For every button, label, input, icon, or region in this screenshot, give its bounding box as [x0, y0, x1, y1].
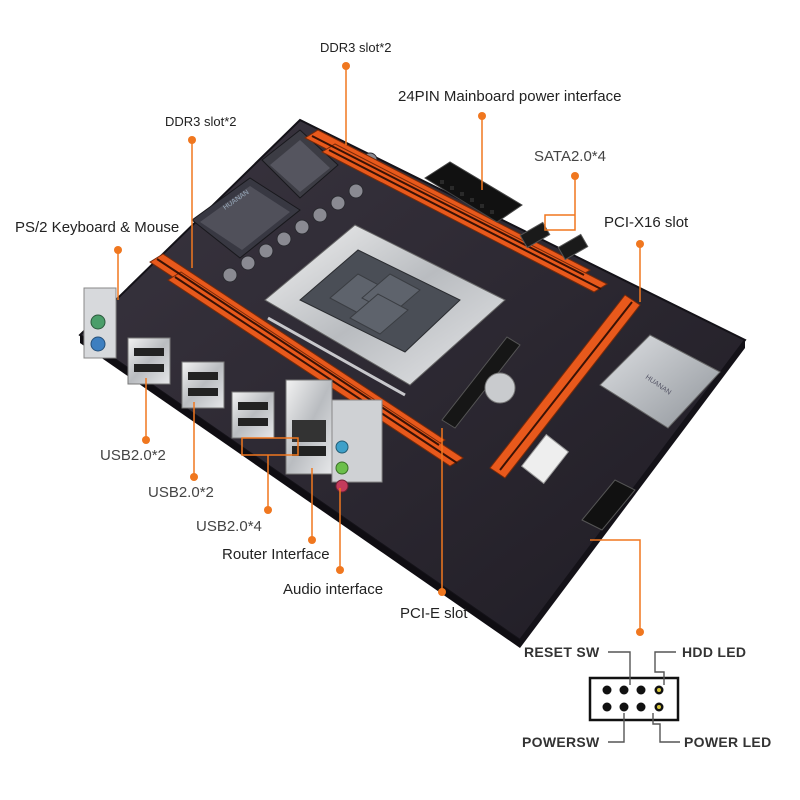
label-ddr3-left: DDR3 slot*2 — [165, 114, 237, 129]
callout-dot-router — [308, 536, 316, 544]
pin-power-led-plus — [657, 705, 661, 709]
callout-dot-pci-x16 — [636, 240, 644, 248]
callout-dot-24pin — [478, 112, 486, 120]
pin-hdd-plus — [657, 688, 661, 692]
callout-line-usb3 — [241, 437, 299, 508]
bios-sticker — [520, 433, 570, 485]
pcb-edge — [80, 335, 520, 648]
label-pci-x16: PCI-X16 slot — [604, 214, 689, 231]
callout-dot-ps2 — [114, 246, 122, 254]
vrm-heatsink-top — [261, 129, 339, 199]
label-24pin-power: 24PIN Mainboard power interface — [398, 88, 622, 105]
label-ddr3-top: DDR3 slot*2 — [320, 40, 392, 55]
callout-dot-usb3 — [264, 506, 272, 514]
callout-line-sata — [544, 178, 576, 231]
label-reset-sw: RESET SW — [524, 644, 600, 660]
vrm-heatsink-left: HUANAN — [191, 177, 301, 259]
cpu-socket — [264, 224, 506, 397]
callout-line-front-panel — [590, 539, 641, 630]
callout-dot-ddr3-left — [188, 136, 196, 144]
cmos-battery — [484, 372, 516, 404]
pcb-edge-right — [520, 340, 745, 648]
chipset-heatsink: HUANAN — [599, 334, 721, 429]
front-panel-pin-diagram — [588, 651, 680, 743]
callout-dot-sata — [571, 172, 579, 180]
front-panel-header-on-board — [581, 479, 636, 531]
callout-dot-pcie — [438, 588, 446, 596]
label-power-sw: POWERSW — [522, 734, 600, 750]
callout-lines — [117, 68, 641, 630]
callout-dots — [114, 62, 644, 636]
label-usb-1: USB2.0*2 — [100, 447, 166, 464]
callout-dot-front-panel — [636, 628, 644, 636]
pci-x16-slot — [489, 294, 641, 479]
label-ps2: PS/2 Keyboard & Mouse — [15, 219, 180, 236]
label-pcie: PCI-E slot — [400, 605, 468, 622]
label-usb-3: USB2.0*4 — [196, 518, 262, 535]
callout-dot-audio — [336, 566, 344, 574]
label-sata: SATA2.0*4 — [534, 148, 606, 165]
pcie-x1-slot — [441, 336, 521, 429]
atx-24pin-connector — [424, 161, 523, 223]
callout-dot-usb2 — [190, 473, 198, 481]
label-audio: Audio interface — [283, 581, 384, 598]
dimm-slot-pair-top — [303, 129, 609, 293]
callout-dot-usb1 — [142, 436, 150, 444]
pin-row-bottom — [602, 702, 664, 712]
label-hdd-led: HDD LED — [682, 644, 747, 660]
pin-leader-lines — [608, 651, 680, 743]
label-power-led: POWER LED — [684, 734, 772, 750]
rear-io-panel — [83, 287, 383, 493]
sata-ports — [519, 221, 589, 261]
label-router: Router Interface — [222, 546, 330, 563]
pin-header-outline — [588, 676, 680, 722]
label-usb-2: USB2.0*2 — [148, 484, 214, 501]
callout-dot-ddr3-top — [342, 62, 350, 70]
